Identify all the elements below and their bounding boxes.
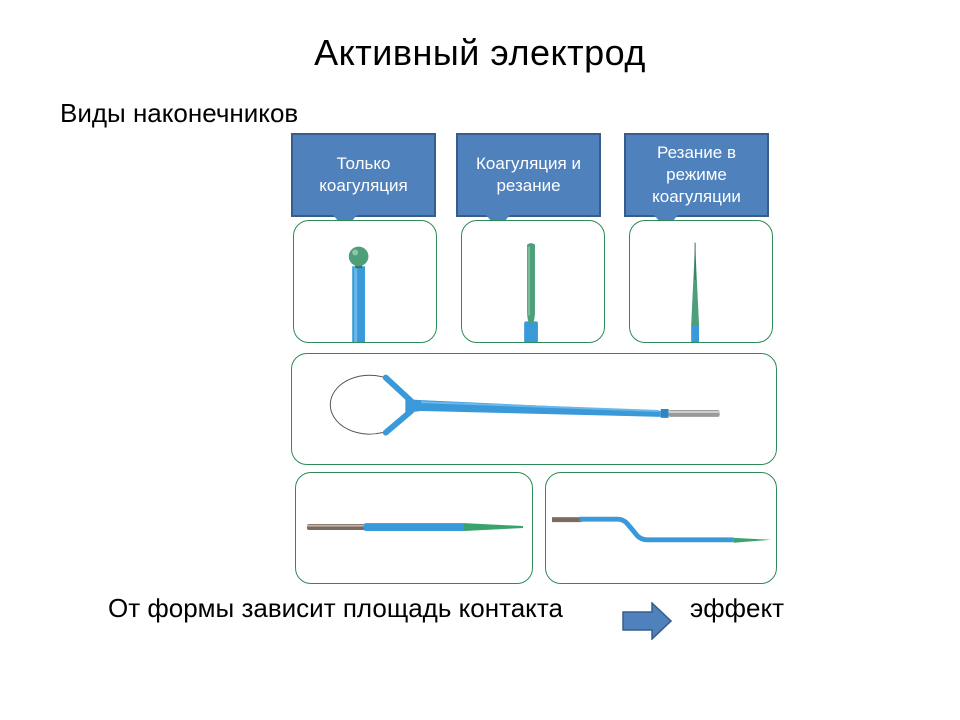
slide-subtitle: Виды наконечников	[60, 98, 299, 128]
slide-title: Активный электрод	[314, 32, 646, 73]
callout-coagulation-and-cutting: Коагуляция и резание	[456, 133, 601, 229]
electrode-frame-straight-needle	[295, 472, 533, 584]
effect-label: эффект	[690, 593, 785, 623]
electrode-frame-blade	[461, 220, 605, 343]
bottom-statement: От формы зависит площадь контакта	[108, 593, 563, 623]
callout-cutting-coag-mode: Резание в режиме коагуляции	[624, 133, 769, 229]
straight-needle-electrode-image	[306, 523, 524, 531]
electrode-frame-needle	[629, 220, 773, 343]
right-arrow-icon	[622, 602, 672, 640]
bent-needle-electrode-image	[551, 516, 771, 543]
electrode-frame-loop	[291, 353, 777, 465]
ball-tip-electrode-image	[348, 246, 369, 342]
loop-tip-electrode-image	[329, 374, 720, 436]
callout-coagulation-only: Только коагуляция	[291, 133, 436, 229]
electrode-frame-bent-needle	[545, 472, 777, 584]
electrode-frame-ball	[293, 220, 437, 343]
needle-tip-electrode-image	[691, 242, 700, 342]
blade-tip-electrode-image	[524, 243, 538, 342]
